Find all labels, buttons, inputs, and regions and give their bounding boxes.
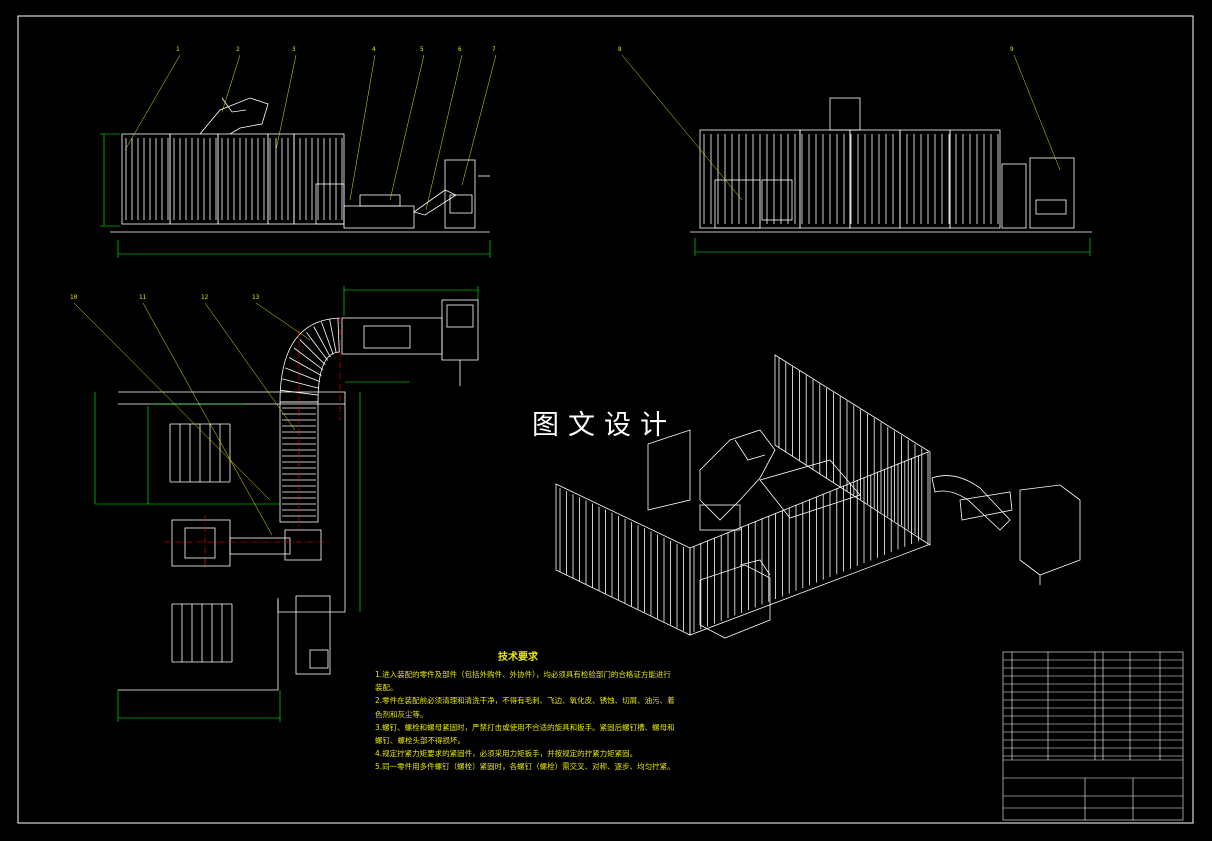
balloon-9: 9 bbox=[1010, 46, 1014, 53]
tech-requirements: 1.进入装配的零件及部件（包括外购件、外协件），均必须具有检验部门的合格证方能进… bbox=[375, 668, 675, 774]
drawing-line bbox=[313, 326, 331, 358]
tech-requirement-item: 1.进入装配的零件及部件（包括外购件、外协件），均必须具有检验部门的合格证方能进… bbox=[375, 670, 671, 693]
drawing-line bbox=[321, 321, 334, 355]
drawing-line bbox=[329, 319, 337, 353]
balloon-5: 5 bbox=[420, 46, 424, 53]
balloon-8: 8 bbox=[618, 46, 622, 53]
balloon-2: 2 bbox=[236, 46, 240, 53]
tech-requirement-item: 5.同一零件用多件螺钉（螺栓）紧固时，各螺钉（螺栓）需交叉、对称、逐步、均匀拧紧… bbox=[375, 762, 675, 772]
isometric-view bbox=[555, 354, 1081, 639]
tech-requirement-item: 3.螺钉、螺栓和螺母紧固时，严禁打击或使用不合适的旋具和扳手。紧固后螺钉槽、螺母… bbox=[375, 722, 675, 746]
drawing-line bbox=[285, 367, 321, 383]
balloon-1: 1 bbox=[176, 46, 180, 53]
balloon-10: 10 bbox=[70, 294, 78, 301]
balloon-7: 7 bbox=[492, 46, 496, 53]
watermark-text: 图文设计 bbox=[532, 410, 676, 441]
drawing-line bbox=[337, 318, 340, 353]
tech-requirement-item: 4.规定拧紧力矩要求的紧固件，必须采用力矩扳手，并按规定的拧紧力矩紧固。 bbox=[375, 749, 638, 759]
sheet-border bbox=[17, 15, 1194, 824]
drawing-line bbox=[299, 339, 326, 366]
balloon-6: 6 bbox=[458, 46, 462, 53]
front-dimensions bbox=[100, 133, 491, 258]
plan-dimensions bbox=[94, 286, 479, 722]
front-elevation-view bbox=[110, 97, 490, 233]
balloon-13: 13 bbox=[252, 294, 260, 301]
side-dimensions bbox=[694, 238, 1091, 256]
drawing-line bbox=[293, 347, 324, 371]
leader-lines bbox=[73, 54, 1061, 536]
plan-view bbox=[118, 299, 479, 691]
balloon-3: 3 bbox=[292, 46, 296, 53]
centerlines bbox=[164, 318, 341, 570]
drawing-line bbox=[282, 378, 319, 389]
balloon-11: 11 bbox=[139, 294, 147, 301]
drawing-line bbox=[288, 357, 322, 376]
side-elevation-view bbox=[690, 97, 1092, 233]
drawing-line bbox=[306, 332, 329, 361]
title-block bbox=[1002, 651, 1184, 821]
balloon-12: 12 bbox=[201, 294, 209, 301]
balloon-4: 4 bbox=[372, 46, 376, 53]
tech-requirements-title: 技术要求 bbox=[498, 652, 538, 663]
drawing-line bbox=[280, 389, 319, 396]
tech-requirement-item: 2.零件在装配前必须清理和清洗干净，不得有毛刺、飞边、氧化皮、锈蚀、切屑、油污、… bbox=[375, 696, 675, 719]
